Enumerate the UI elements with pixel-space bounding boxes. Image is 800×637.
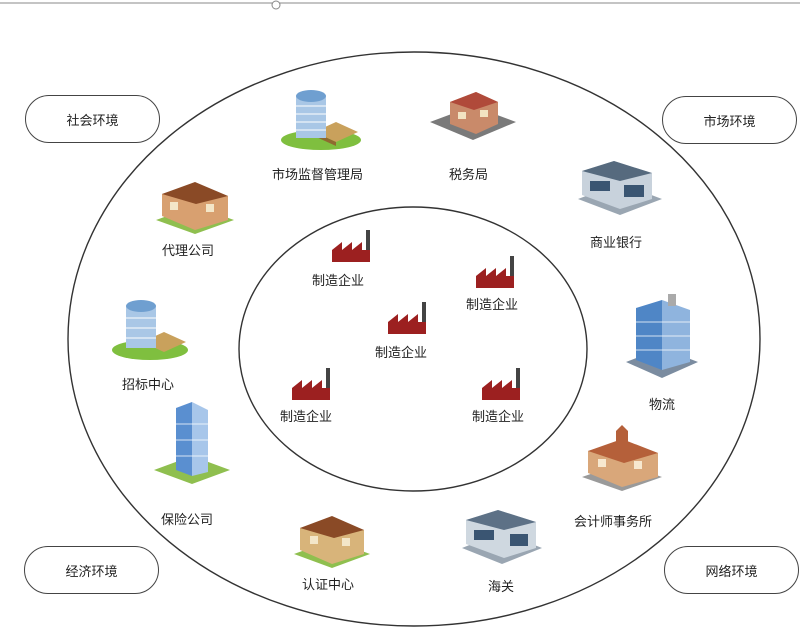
factory-icon (476, 256, 514, 288)
customs-icon (462, 510, 542, 564)
outer-ring (67, 51, 761, 627)
env-social: 社会环境 (25, 95, 160, 143)
factory-icon (482, 368, 520, 400)
office-tower-icon (281, 90, 361, 150)
label-commercial-bank: 商业银行 (590, 236, 643, 251)
label-bidding-center: 招标中心 (122, 378, 175, 393)
label-enterprise-1: 制造企业 (312, 274, 365, 289)
bank-icon (578, 161, 662, 215)
label-enterprise-4: 制造企业 (280, 410, 333, 425)
certification-center-icon (294, 516, 370, 568)
label-market-supervision: 市场监督管理局 (272, 168, 364, 183)
label-enterprise-5: 制造企业 (472, 410, 525, 425)
label-certification-center: 认证中心 (302, 578, 355, 593)
label-agency-company: 代理公司 (162, 244, 215, 259)
inner-ring (238, 206, 588, 492)
factory-icon (292, 368, 330, 400)
label-accounting-firm: 会计师事务所 (574, 515, 653, 530)
env-network: 网络环境 (664, 546, 799, 594)
label-customs: 海关 (488, 580, 515, 595)
bidding-center-icon (112, 300, 188, 360)
insurance-tower-icon (154, 402, 230, 484)
agency-company-icon (156, 182, 234, 234)
factory-icon (388, 302, 426, 334)
env-market: 市场环境 (662, 96, 797, 144)
label-enterprise-3: 制造企业 (375, 346, 428, 361)
label-insurance-company: 保险公司 (161, 513, 214, 528)
factory-icon (332, 230, 370, 262)
label-tax-bureau: 税务局 (449, 168, 489, 183)
tax-bureau-icon (430, 92, 516, 140)
accounting-firm-icon (582, 425, 662, 491)
label-logistics: 物流 (649, 398, 676, 413)
label-enterprise-2: 制造企业 (466, 298, 519, 313)
logistics-tower-icon (626, 294, 698, 378)
top-handle (271, 0, 281, 10)
env-economic: 经济环境 (24, 546, 159, 594)
